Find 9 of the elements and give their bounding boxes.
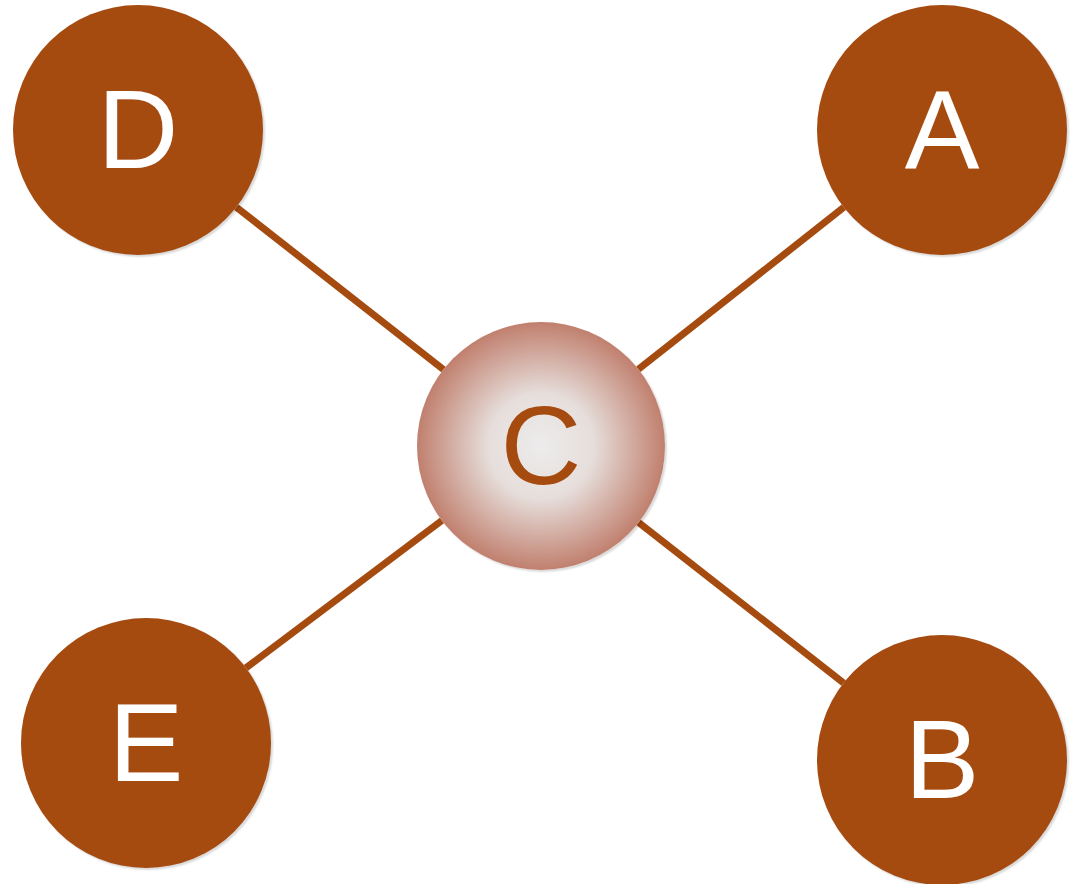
node-label: E: [108, 687, 184, 799]
connector-line: [234, 204, 446, 373]
connector-line: [636, 519, 846, 686]
connector-line: [636, 204, 846, 372]
node-label: B: [904, 704, 980, 816]
node-label: A: [904, 74, 980, 186]
node-label: D: [97, 74, 179, 186]
connector-line: [243, 517, 444, 671]
node-label: C: [500, 390, 582, 502]
